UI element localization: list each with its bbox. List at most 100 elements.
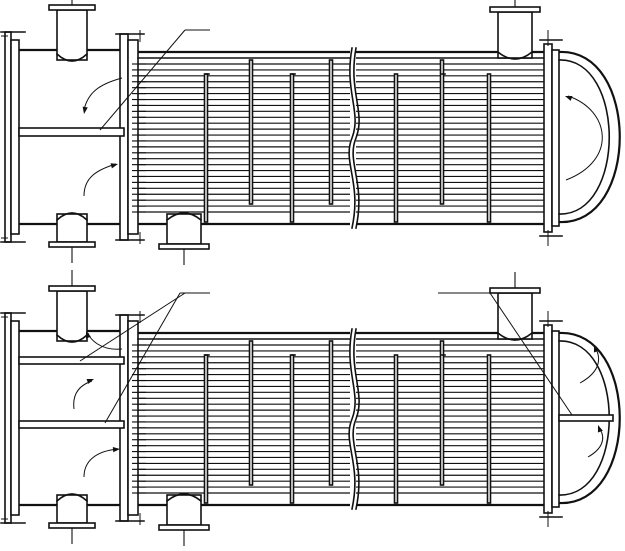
flange-icon: [48, 4, 96, 11]
channel-cover-flange: [4, 31, 12, 243]
break-curve: [352, 47, 360, 229]
nozzle-mouth: [55, 52, 89, 62]
nozzle-mouth: [165, 212, 203, 222]
nozzle-pipe: [56, 494, 88, 524]
nozzle-pipe: [56, 290, 88, 342]
nozzle-icon: [48, 270, 96, 343]
nozzle-mouth: [496, 331, 534, 341]
flange-icon: [158, 243, 210, 250]
baffle: [486, 354, 492, 504]
flow-arrow-curve: [87, 332, 123, 350]
channel-cover-flange: [4, 312, 12, 524]
flow-arrow-curve: [83, 163, 117, 197]
flow-arrow-icon: [83, 447, 120, 478]
flow-arrow-curve: [73, 380, 93, 410]
pass-partition: [18, 420, 125, 429]
tubesheet-front: [127, 39, 139, 235]
nozzle-pipe: [56, 9, 88, 61]
nozzle-pipe: [497, 11, 533, 59]
flow-arrow-icon: [579, 345, 600, 384]
baffle: [289, 354, 295, 504]
nozzle-icon: [489, 0, 541, 60]
nozzle-mouth: [55, 212, 89, 222]
flow-arrow-head: [82, 106, 88, 114]
leader-line: [489, 292, 573, 416]
baffles: [203, 59, 492, 223]
exchanger-view-top: [0, 0, 621, 265]
rear-dome-inner: [558, 59, 611, 215]
tubesheet-front: [127, 320, 139, 516]
nozzle-mouth: [496, 50, 534, 60]
flange-icon: [489, 6, 541, 13]
break-curve: [352, 328, 360, 510]
flange-icon: [48, 285, 96, 292]
baffle: [486, 73, 492, 223]
flow-arrow-head: [86, 378, 94, 384]
tube-bundle: [132, 63, 552, 213]
flow-arrow-head: [565, 95, 573, 101]
flange-icon: [48, 522, 96, 529]
baffle: [248, 340, 254, 486]
rear-flange: [551, 330, 560, 508]
flow-arrow-head: [110, 163, 118, 169]
channel-cover-plate: [10, 39, 20, 235]
break-line-icon: [348, 328, 360, 510]
rear-dome: [558, 50, 621, 224]
nozzle-mouth: [55, 333, 89, 343]
flow-arrow-head: [112, 447, 120, 453]
flow-arrow-icon: [85, 331, 123, 350]
pass-partition: [18, 127, 125, 137]
channel-flange: [119, 314, 129, 522]
channel-cover-plate: [10, 320, 20, 516]
flange-icon: [158, 524, 210, 531]
baffle: [439, 340, 445, 486]
front-channel: [0, 270, 145, 544]
nozzle-mouth: [55, 493, 89, 503]
break-gap: [350, 330, 356, 508]
flow-arrow-icon: [83, 163, 118, 197]
baffle: [328, 340, 334, 486]
rear-partition: [558, 414, 614, 422]
nozzle-icon: [48, 493, 96, 544]
flow-arrow-head: [597, 425, 603, 433]
baffle: [328, 59, 334, 205]
break-curve: [348, 47, 356, 229]
front-channel: [0, 0, 145, 263]
baffle: [248, 59, 254, 205]
nozzle-icon: [489, 272, 541, 341]
rear-head: [158, 0, 621, 265]
baffle: [439, 59, 445, 205]
rear-head: [158, 272, 621, 546]
nozzle-icon: [158, 493, 210, 546]
flow-arrow-icon: [82, 77, 123, 114]
nozzle-pipe: [497, 292, 533, 340]
tubesheet-rear: [543, 43, 553, 233]
exchanger-view-bottom: [0, 270, 621, 546]
break-curve: [348, 328, 356, 510]
nozzle-icon: [48, 212, 96, 263]
leader-line: [104, 292, 181, 424]
flow-arrow-curve: [83, 77, 123, 111]
flange-icon: [48, 241, 96, 248]
leader-line: [79, 292, 186, 362]
nozzle-pipe: [166, 494, 202, 526]
flow-arrow-icon: [587, 425, 604, 458]
flow-arrow-head: [85, 331, 91, 339]
nozzle-mouth: [165, 493, 203, 503]
leader-lines: [79, 292, 573, 424]
flow-arrow-head: [593, 345, 599, 353]
baffle: [203, 73, 209, 223]
rear-dome: [558, 331, 621, 505]
nozzle-icon: [48, 0, 96, 62]
break-gap: [350, 49, 356, 227]
leader-lines: [99, 29, 210, 131]
baffle: [393, 354, 399, 504]
flow-arrow-curve: [587, 428, 604, 458]
tubesheet-rear: [543, 324, 553, 514]
break-line-icon: [348, 47, 360, 229]
flow-arrow-curve: [83, 448, 119, 478]
baffle: [393, 73, 399, 223]
flow-arrow-icon: [73, 378, 94, 410]
flow-arrow-icon: [565, 95, 603, 181]
